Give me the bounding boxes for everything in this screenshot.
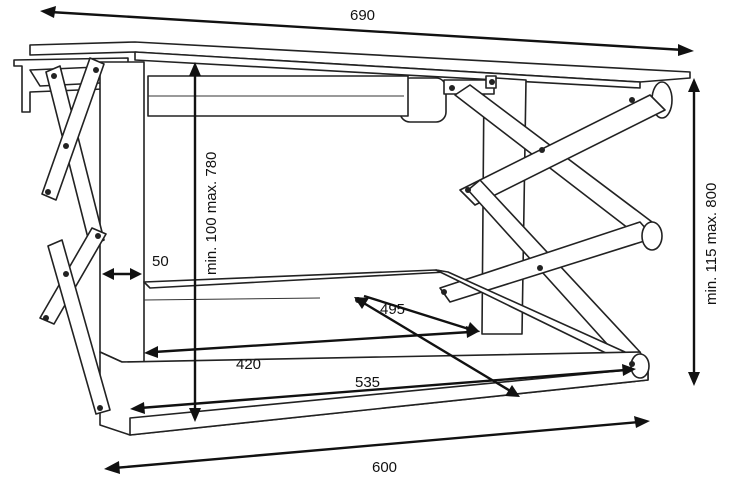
dim-inner-depth-a — [354, 297, 520, 397]
dim-inner-length — [130, 364, 636, 414]
inner-tray-back — [143, 269, 447, 289]
left-scissor-arm-c — [39, 227, 107, 325]
label-inner-height: min. 100 max. 780 — [203, 152, 220, 275]
left-post — [99, 61, 145, 363]
right-scissor-arm-b — [459, 94, 666, 206]
label-inner-length: 535 — [355, 374, 380, 391]
label-rail-gap: 50 — [152, 253, 169, 270]
dim-top-width — [40, 6, 694, 56]
label-top-width: 690 — [350, 7, 375, 24]
label-right-height: min. 115 max. 800 — [703, 183, 720, 305]
label-inner-depth-b: 420 — [236, 356, 261, 373]
base-tray-front — [129, 367, 649, 436]
dim-inner-height — [189, 62, 201, 422]
left-scissor-arm-d — [47, 239, 111, 415]
top-plate — [29, 41, 691, 83]
label-bottom-width: 600 — [372, 459, 397, 476]
label-inner-depth-a: 495 — [380, 301, 405, 318]
dim-rail-gap — [102, 268, 142, 280]
left-scissor-arm-b — [41, 57, 105, 201]
pivot-points — [43, 67, 635, 411]
dim-right-height — [688, 78, 700, 386]
dim-bottom-width — [104, 416, 650, 474]
left-scissor-arm-a — [45, 65, 105, 247]
dim-inner-depth-b — [144, 326, 480, 358]
lift-mechanism — [13, 41, 691, 436]
dimension-lines — [40, 6, 700, 474]
right-scissor-arm-d — [439, 221, 655, 303]
mid-right-roller — [641, 221, 663, 251]
